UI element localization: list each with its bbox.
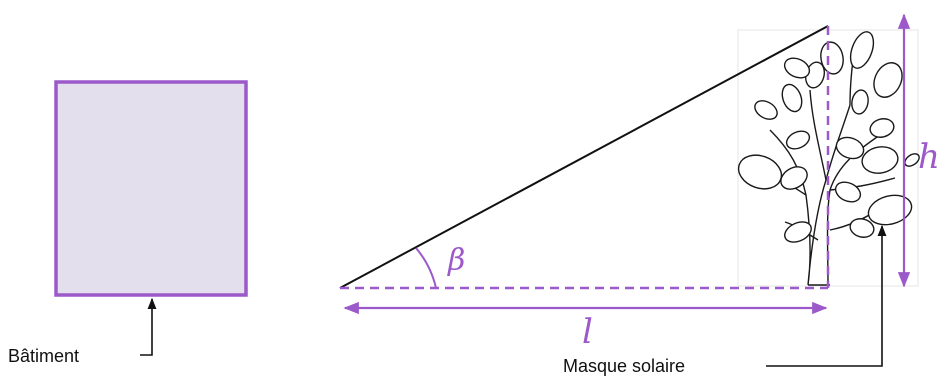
height-label: h <box>918 137 937 177</box>
length-label: l <box>582 312 593 352</box>
sight-line <box>339 25 829 289</box>
solar-mask-pointer-arrow <box>766 224 887 367</box>
solar-mask-label: Masque solaire <box>563 356 685 376</box>
angle-label: β <box>447 243 465 278</box>
building-square <box>54 80 248 297</box>
angle-arc <box>415 247 437 289</box>
tree-icon <box>737 31 920 286</box>
building-pointer-arrow <box>140 297 157 356</box>
building-label: Bâtiment <box>8 346 79 366</box>
